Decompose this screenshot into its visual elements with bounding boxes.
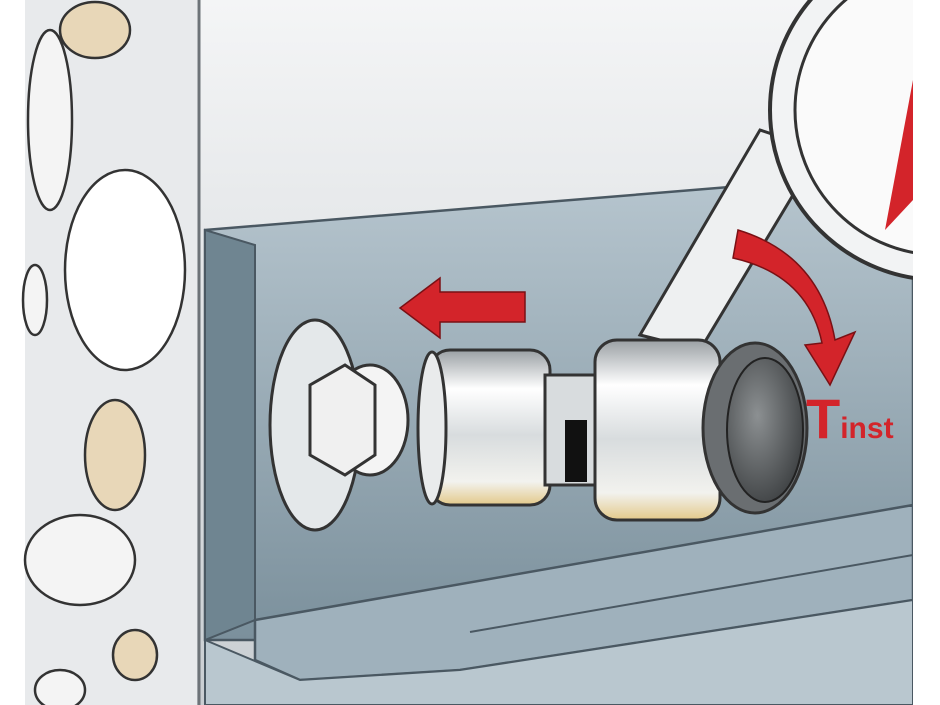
pebble: [58, 0, 132, 60]
dial-pointer: [885, 80, 913, 230]
installation-torque-label: Tinst: [806, 386, 894, 451]
concrete-wall: [21, 0, 201, 705]
pebble: [33, 668, 87, 705]
anchor-bolt: [268, 318, 410, 532]
pebble: [26, 28, 74, 212]
torque-subscript: inst: [840, 412, 894, 445]
torque-dial: [768, 0, 940, 282]
hex-nut: [308, 363, 377, 477]
direction-arrow-left: [398, 276, 526, 340]
pebble: [63, 168, 187, 372]
pebble: [83, 398, 147, 512]
pebble: [23, 513, 137, 607]
socket: [416, 338, 809, 522]
torque-symbol: T: [806, 387, 841, 450]
pebble: [21, 263, 49, 337]
pebble: [111, 628, 159, 682]
rotation-arrow: [732, 229, 857, 387]
